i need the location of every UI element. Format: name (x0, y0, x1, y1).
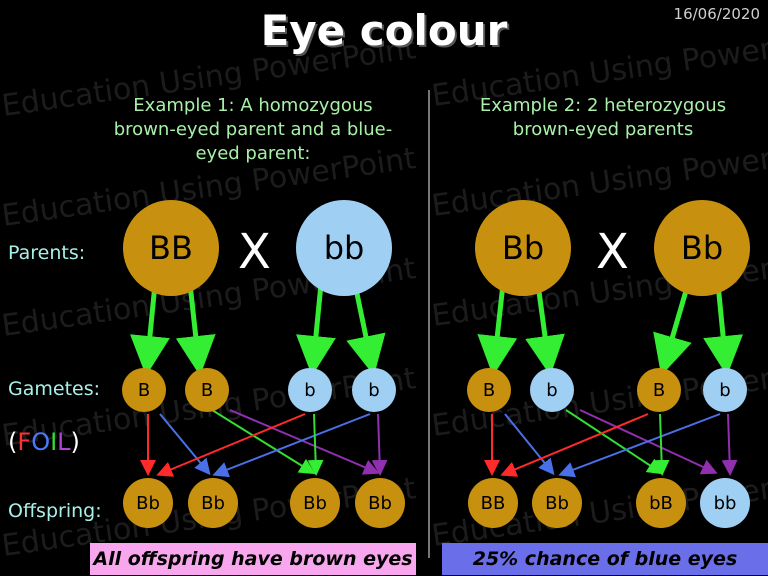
foil-arrow-last (721, 413, 738, 476)
offspring-circle: bB (636, 478, 686, 528)
gamete-circle: b (703, 368, 747, 412)
arrow-parent-gamete (175, 283, 216, 376)
gamete-circle: B (637, 368, 681, 412)
foil-letter-o: O (31, 428, 51, 456)
foil-paren: ( (8, 428, 18, 456)
foil-arrow-outer (212, 413, 371, 478)
gamete-circle: b (352, 368, 396, 412)
foil-arrow-first (500, 413, 649, 477)
arrow-parent-gamete (653, 283, 692, 376)
gamete-circle: b (530, 368, 574, 412)
parent-circle: Bb (654, 200, 750, 296)
foil-arrow-inner (307, 413, 324, 476)
gamete-circle: B (467, 368, 511, 412)
cross-symbol: X (596, 224, 629, 280)
gamete-circle: B (185, 368, 229, 412)
foil-letter-f: F (17, 428, 32, 456)
arrow-parent-gamete (703, 283, 743, 376)
arrow-parent-gamete (296, 283, 336, 376)
example1-heading-line: brown-eyed parent and a blue- (113, 119, 393, 140)
foil-letter-l: L (57, 428, 71, 456)
foil-arrow-outer (558, 413, 721, 478)
divider (428, 90, 430, 558)
foil-arrow-outer (159, 413, 211, 476)
gamete-circle: B (122, 368, 166, 412)
slide-date: 16/06/2020 (673, 5, 760, 23)
parents-label: Parents: (8, 242, 86, 264)
foil-arrow-last (371, 413, 388, 476)
offspring-label: Offspring: (8, 500, 102, 522)
offspring-circle: Bb (355, 478, 405, 528)
offspring-circle: BB (468, 478, 518, 528)
parent-circle: BB (123, 200, 219, 296)
example1-heading-line: eyed parent: (195, 143, 311, 164)
example2-heading: Example 2: 2 heterozygous brown-eyed par… (440, 94, 766, 142)
foil-paren: ) (70, 428, 80, 456)
offspring-circle: bb (700, 478, 750, 528)
cross-symbol: X (238, 224, 271, 280)
parent-circle: bb (296, 200, 392, 296)
offspring-circle: Bb (123, 478, 173, 528)
offspring-circle: Bb (188, 478, 238, 528)
result-banner: All offspring have brown eyes (90, 543, 416, 575)
example2-heading-line: brown-eyed parents (512, 119, 694, 140)
foil-arrow-inner (653, 413, 670, 476)
offspring-circle: Bb (290, 478, 340, 528)
slide-title: Eye colour (260, 6, 508, 55)
example1-heading-line: Example 1: A homozygous (133, 95, 373, 116)
foil-arrow-inner (211, 409, 316, 475)
foil-arrow-inner (565, 409, 664, 475)
arrow-parent-gamete (130, 283, 170, 376)
result-banner: 25% chance of blue eyes (442, 543, 768, 575)
foil-arrow-outer (504, 413, 555, 476)
example1-heading: Example 1: A homozygous brown-eyed paren… (90, 94, 416, 166)
gametes-label: Gametes: (8, 378, 101, 400)
foil-letter-i: I (50, 428, 58, 456)
foil-arrow-first (156, 413, 306, 477)
foil-label: (FOIL) (8, 428, 80, 456)
offspring-circle: Bb (532, 478, 582, 528)
parent-circle: Bb (475, 200, 571, 296)
arrow-parent-gamete (477, 283, 518, 376)
example2-heading-line: Example 2: 2 heterozygous (479, 95, 727, 116)
arrow-parent-gamete (346, 283, 386, 376)
arrow-parent-gamete (525, 283, 565, 376)
gamete-circle: b (288, 368, 332, 412)
